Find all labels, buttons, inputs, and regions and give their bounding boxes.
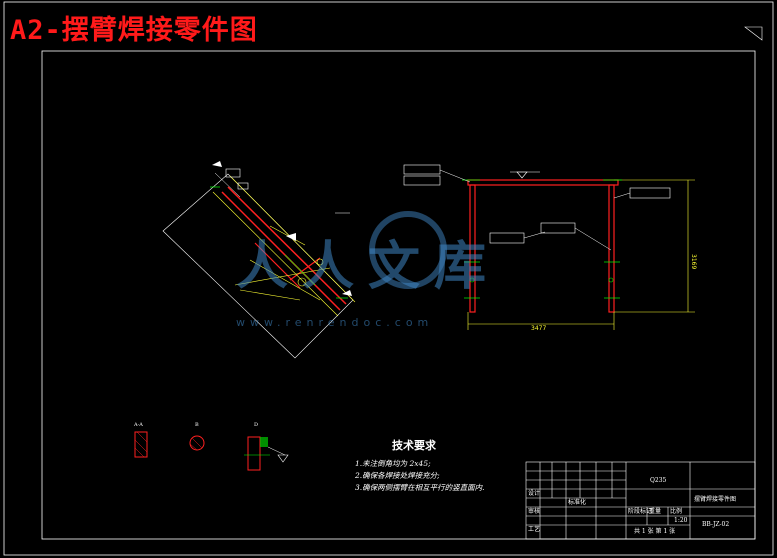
- requirements-heading: 技术要求: [392, 438, 437, 452]
- tb-label-mark: 阶段标记: [628, 507, 652, 515]
- requirement-2: 2.确保各焊接处焊接充分;: [354, 471, 440, 480]
- tb-sheets: 共 1 张 第 1 张: [634, 527, 675, 535]
- title-block: [525, 461, 756, 540]
- drawing-title: A2-摆臂焊接零件图: [10, 15, 258, 46]
- corner-marker: [744, 26, 763, 41]
- watermark-url: www.renrendoc.com: [236, 316, 433, 329]
- front-view: [403, 164, 695, 330]
- tb-label-std: 标准化: [568, 498, 586, 506]
- tb-label-weight: 重量: [649, 507, 661, 515]
- tb-label-designer: 设计: [528, 489, 540, 497]
- tb-drawing-name: 摆臂焊接零件图: [694, 495, 736, 503]
- tb-drawing-no: BB-JZ-02: [702, 521, 729, 528]
- tb-label-check: 审核: [528, 507, 540, 515]
- tb-material: Q235: [650, 477, 667, 484]
- tb-scale: 1:20: [674, 517, 688, 524]
- diagonal-arm-view: [162, 161, 356, 359]
- tb-label-process: 工艺: [528, 525, 540, 533]
- watermark-logo: [369, 211, 447, 289]
- dim-bottom-width: 3477: [531, 325, 546, 332]
- requirement-1: 1.未注倒角均为 2x45;: [355, 459, 431, 468]
- requirement-3: 3.确保两侧摆臂在相互平行的竖直面内.: [355, 483, 485, 492]
- section-label-c: D: [254, 422, 258, 428]
- section-label-a: A-A: [133, 422, 143, 428]
- inner-frame: [41, 50, 756, 540]
- watermark-text: 人人文库: [236, 237, 500, 297]
- dim-right-height: 3169: [690, 254, 697, 269]
- section-details: [134, 431, 289, 471]
- outer-frame: [3, 1, 774, 556]
- section-label-b: B: [195, 422, 199, 428]
- tb-label-scale: 比例: [670, 507, 682, 515]
